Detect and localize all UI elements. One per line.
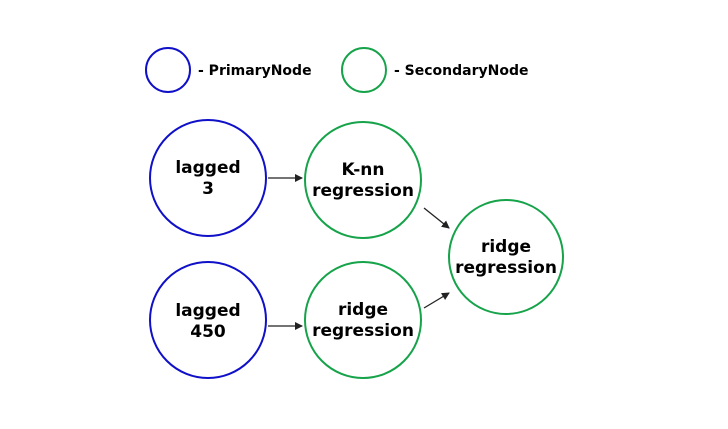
legend-primary-label: - PrimaryNode [198,63,312,79]
node-ridge-regression-final-circle [448,199,564,315]
node-ridge-regression-mid-circle [304,261,422,379]
legend-item-primary: - PrimaryNode [145,47,312,93]
legend: - PrimaryNode - SecondaryNode [145,47,529,93]
node-knn-regression: K-nn regression [304,121,422,239]
node-knn-regression-circle [304,121,422,239]
legend-secondary-label: - SecondaryNode [394,63,529,79]
edge-ridge-to-final-ridge [423,292,450,309]
node-ridge-regression-final-line-2: regression [455,258,557,278]
node-lagged-450: lagged 450 [149,261,267,379]
node-lagged-450-line-2: 450 [190,322,226,342]
legend-secondary-swatch [341,47,387,93]
legend-item-secondary: - SecondaryNode [341,47,529,93]
node-ridge-regression-mid-line-1: ridge [338,300,388,320]
node-lagged-3-line-2: 3 [202,179,214,199]
node-ridge-regression-mid: ridge regression [304,261,422,379]
node-ridge-regression-final: ridge regression [448,199,564,315]
edges [268,174,450,330]
node-ridge-regression-final-line-1: ridge [481,237,531,257]
node-knn-regression-line-2: regression [312,181,414,201]
node-lagged-3-line-1: lagged [175,158,240,178]
edge-knn-to-final-ridge [423,207,450,229]
node-knn-regression-line-1: K-nn [342,160,385,180]
node-lagged-450-circle [149,261,267,379]
node-lagged-3: lagged 3 [149,119,267,237]
node-lagged-3-circle [149,119,267,237]
node-lagged-450-line-1: lagged [175,301,240,321]
node-ridge-regression-mid-line-2: regression [312,321,414,341]
legend-primary-swatch [145,47,191,93]
